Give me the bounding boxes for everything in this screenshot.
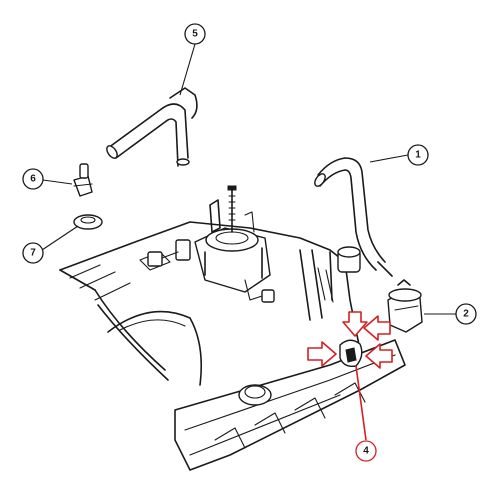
- callout-2[interactable]: 2: [455, 303, 477, 325]
- leader-6: [42, 179, 73, 185]
- grommet: [73, 214, 103, 230]
- arrow-upper-right-icon: [363, 315, 391, 341]
- callout-1[interactable]: 1: [407, 144, 429, 166]
- breather-fitting: [73, 163, 93, 197]
- pcv-valve: [387, 279, 423, 333]
- callout-label: 4: [363, 446, 369, 457]
- callout-label: 1: [415, 150, 421, 161]
- leader-4: [355, 365, 367, 441]
- leader-5: [179, 43, 196, 96]
- arrow-lower-right-icon: [365, 343, 393, 369]
- callout-label: 2: [463, 309, 469, 320]
- callout-6[interactable]: 6: [22, 168, 44, 190]
- callout-4[interactable]: 4: [355, 440, 377, 462]
- arrow-left-icon: [307, 341, 337, 367]
- engine-block: [59, 221, 406, 471]
- throttle-body: [147, 185, 275, 303]
- leader-1: [369, 154, 409, 163]
- callout-5[interactable]: 5: [184, 23, 206, 45]
- highlighted-fitting: [307, 311, 393, 369]
- arrow-down-icon: [342, 311, 368, 337]
- callout-label: 6: [30, 174, 36, 185]
- callout-label: 5: [192, 29, 198, 40]
- leader-7: [41, 225, 79, 251]
- breather-hose: [106, 87, 198, 167]
- callout-7[interactable]: 7: [22, 242, 44, 264]
- pcv-hose: [314, 157, 393, 277]
- callout-label: 7: [30, 248, 36, 259]
